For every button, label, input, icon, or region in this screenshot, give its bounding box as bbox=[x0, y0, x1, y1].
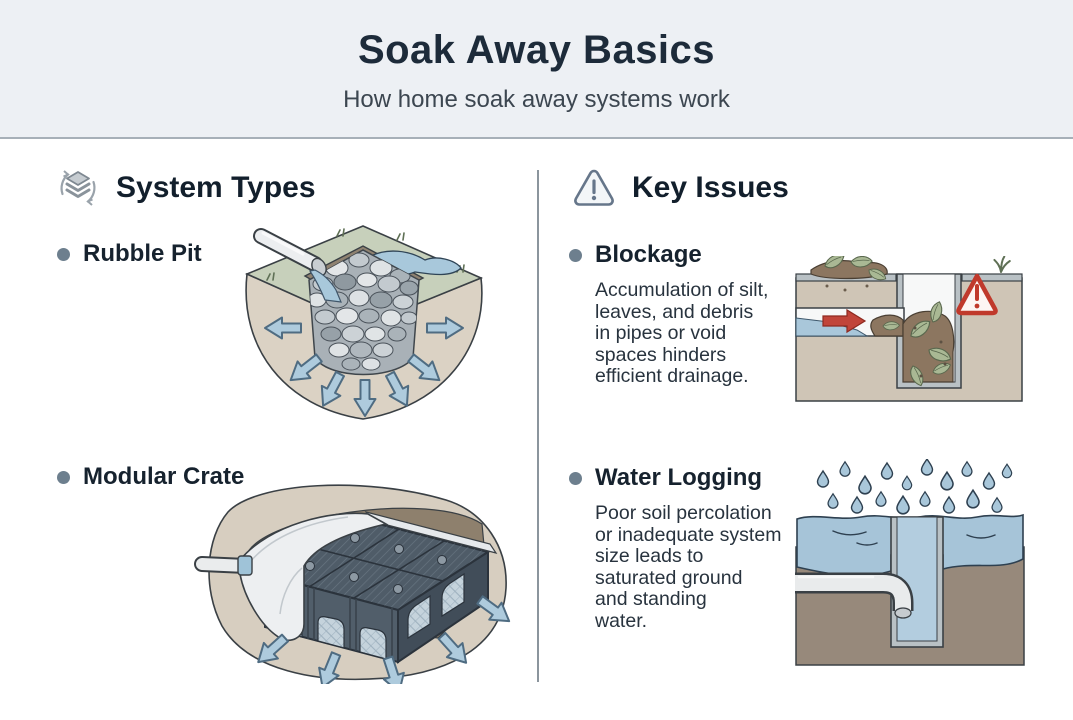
blockage-illustration bbox=[795, 256, 1023, 402]
inlet-pipe bbox=[253, 228, 342, 303]
bullet-icon bbox=[57, 247, 70, 261]
debris bbox=[870, 299, 955, 388]
header: Soak Away Basics How home soak away syst… bbox=[0, 0, 1073, 139]
bullet-icon bbox=[569, 471, 582, 485]
geotextile-membrane bbox=[239, 511, 498, 642]
water-logging-label: Water Logging bbox=[595, 464, 763, 491]
key-issues-header: Key Issues bbox=[570, 164, 789, 212]
rubble-pit-illustration bbox=[237, 222, 489, 429]
modular-crate-item: Modular Crate bbox=[57, 463, 244, 491]
rubble-pit-label: Rubble Pit bbox=[83, 240, 202, 267]
bullet-icon bbox=[57, 470, 70, 484]
blockage-label: Blockage bbox=[595, 241, 702, 268]
blockage-description: Accumulation of silt, leaves, and debris… bbox=[595, 279, 769, 387]
system-types-header: System Types bbox=[54, 164, 316, 212]
flow-arrow bbox=[822, 308, 867, 334]
warning-triangle bbox=[956, 273, 998, 316]
warning-triangle-icon bbox=[570, 164, 618, 212]
pipe-coupling bbox=[237, 555, 253, 576]
surface-debris bbox=[810, 256, 888, 292]
key-issues-heading: Key Issues bbox=[632, 171, 789, 204]
grass-tuft bbox=[993, 256, 1011, 273]
inlet-pipe bbox=[795, 572, 914, 619]
water-logging-item: Water Logging bbox=[569, 464, 762, 492]
rubble-pit-item: Rubble Pit bbox=[57, 240, 202, 268]
layers-cycle-icon bbox=[54, 164, 102, 212]
blockage-item: Blockage bbox=[569, 241, 702, 269]
modular-crate-label: Modular Crate bbox=[83, 463, 245, 490]
page-subtitle: How home soak away systems work bbox=[343, 86, 730, 113]
raindrops bbox=[816, 459, 1013, 515]
water-logging-illustration bbox=[795, 459, 1025, 667]
column-divider bbox=[537, 170, 539, 682]
page-title: Soak Away Basics bbox=[357, 28, 716, 72]
water-logging-description: Poor soil percolation or inadequate syst… bbox=[595, 502, 782, 632]
bullet-icon bbox=[569, 248, 582, 262]
modular-crate-illustration bbox=[190, 460, 516, 684]
system-types-heading: System Types bbox=[116, 171, 316, 204]
